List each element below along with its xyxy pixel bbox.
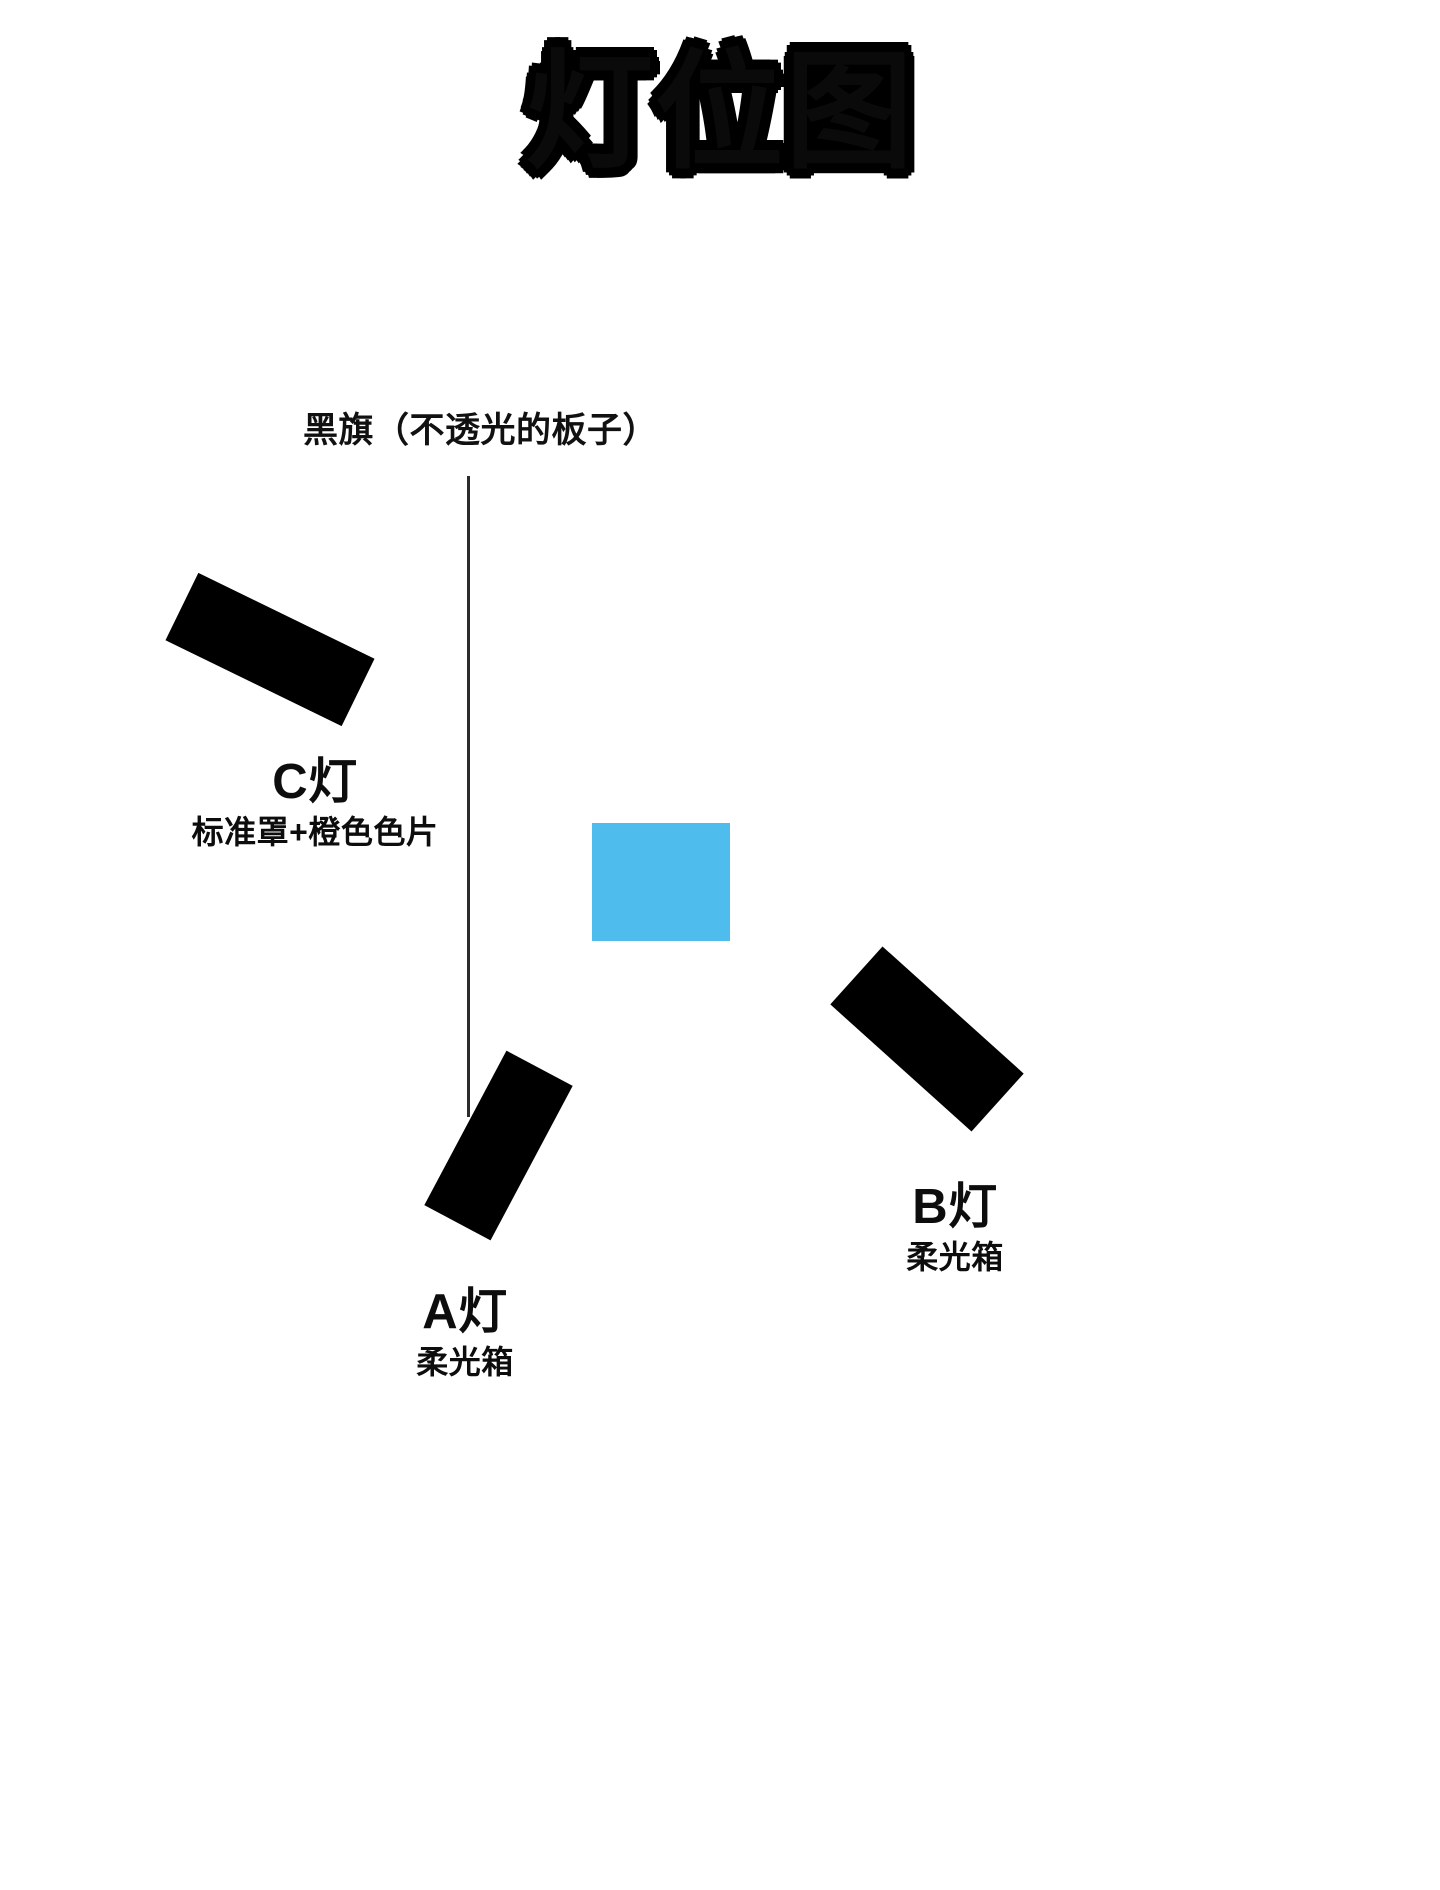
subject-block <box>592 823 730 941</box>
page-title: 灯位图 <box>520 38 917 187</box>
light-b-fixture <box>830 946 1024 1132</box>
light-a-fixture <box>424 1050 573 1241</box>
light-c-modifier: 标准罩+橙色色片 <box>191 813 439 850</box>
light-b-name: B灯 <box>912 1180 998 1234</box>
light-c-fixture <box>165 572 375 727</box>
light-a-label: A灯 柔光箱 <box>240 1285 690 1382</box>
light-a-name: A灯 <box>422 1285 508 1339</box>
black-flag-label: 黑旗（不透光的板子） <box>303 411 659 450</box>
light-b-modifier: 柔光箱 <box>906 1238 1004 1275</box>
light-c-label: C灯 标准罩+橙色色片 <box>90 755 540 852</box>
page-title-container: 灯位图 <box>0 38 1440 187</box>
light-c-name: C灯 <box>272 755 358 809</box>
black-flag-line <box>467 476 470 1117</box>
light-b-label: B灯 柔光箱 <box>730 1180 1180 1277</box>
light-a-modifier: 柔光箱 <box>416 1343 514 1380</box>
